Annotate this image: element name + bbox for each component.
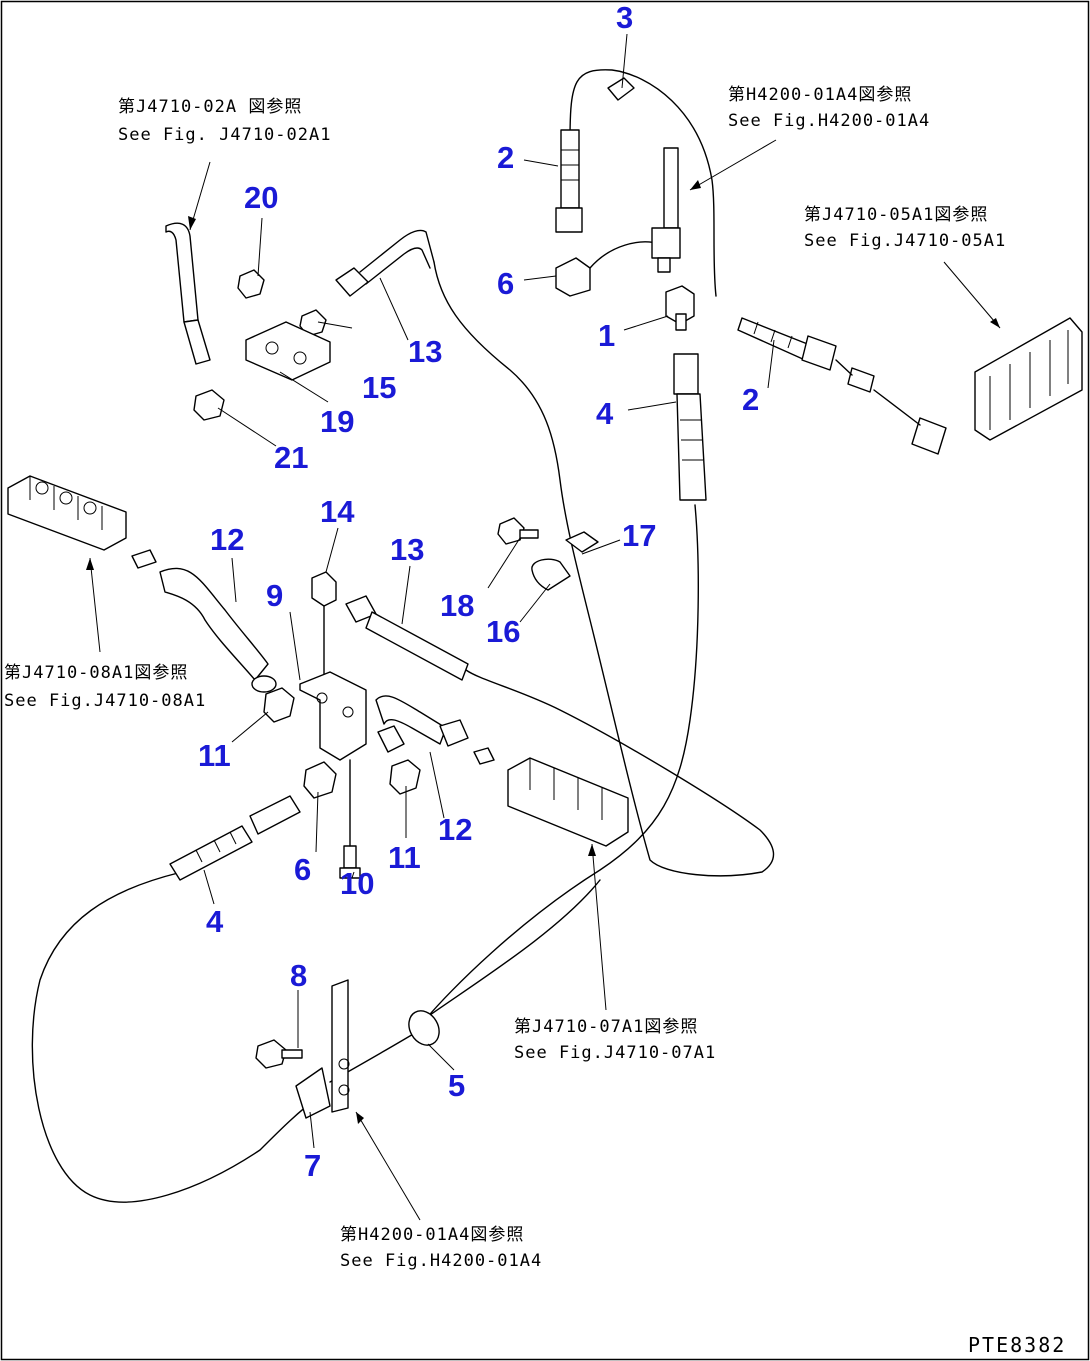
callout-1: 1: [598, 318, 615, 353]
callout-4-upper: 4: [596, 396, 614, 431]
ref-en: See Fig.J4710-08A1: [4, 691, 206, 711]
part-12-hose-middle: [375, 695, 495, 765]
part-13-tube-middle: [345, 595, 469, 681]
valve-block-left: [7, 475, 127, 551]
ref-en: See Fig.J4710-05A1: [804, 231, 1006, 251]
part-5-clamp: [408, 1010, 440, 1046]
part-6-elbow-lower: [303, 761, 337, 799]
part-10-bolt: [339, 759, 361, 879]
part-4-hose-upper: [673, 353, 707, 501]
callout-11-middle: 11: [388, 840, 421, 875]
callout-5: 5: [448, 1068, 465, 1103]
part-21-elbow: [193, 389, 225, 421]
part-15-connector: [299, 309, 327, 337]
ref-jp: 第J4710-02A 図参照: [118, 97, 302, 117]
part-12-hose-left: [131, 549, 277, 693]
part-1-fitting: [665, 285, 695, 331]
ref-jp: 第H4200-01A4図参照: [728, 85, 912, 105]
callout-20: 20: [244, 180, 278, 215]
part-2-upper-tube: [555, 129, 583, 233]
ref-en: See Fig.J4710-07A1: [514, 1043, 716, 1063]
callout-17: 17: [622, 518, 656, 553]
part-3-clamp: [607, 77, 635, 101]
callout-21: 21: [274, 440, 308, 475]
callout-6-upper: 6: [497, 266, 514, 301]
callout-12-middle: 12: [438, 812, 472, 847]
callout-6-lower: 6: [294, 852, 311, 887]
part-13-tube-upper: [335, 229, 435, 297]
ref-jp: 第J4710-07A1図参照: [514, 1017, 698, 1037]
callout-13-upper: 13: [408, 334, 442, 369]
part-2-right-hose: [737, 317, 947, 455]
callout-16: 16: [486, 614, 520, 649]
callout-12-left: 12: [210, 522, 244, 557]
part-7-plate: [295, 979, 350, 1119]
hose-upper-left: [165, 222, 211, 365]
callout-4-lower: 4: [206, 904, 224, 939]
reference-j4710-08a: 第J4710-08A1図参照 See Fig.J4710-08A1: [4, 663, 206, 711]
ref-en: See Fig.H4200-01A4: [728, 111, 930, 131]
callout-19: 19: [320, 404, 354, 439]
callout-15: 15: [362, 370, 396, 405]
reference-j4710-02a: 第J4710-02A 図参照 See Fig. J4710-02A1: [118, 97, 331, 145]
part-6-elbow-upper: [555, 241, 661, 297]
ref-jp: 第J4710-05A1図参照: [804, 205, 988, 225]
ref-jp: 第J4710-08A1図参照: [4, 663, 188, 683]
reference-h4200-bottom: 第H4200-01A4図参照 See Fig.H4200-01A4: [340, 1225, 542, 1271]
reference-j4710-07a: 第J4710-07A1図参照 See Fig.J4710-07A1: [514, 1017, 716, 1063]
drawing-code: PTE8382: [968, 1333, 1066, 1357]
callout-11-left: 11: [198, 738, 231, 773]
ref-jp: 第H4200-01A4図参照: [340, 1225, 524, 1245]
callout-numbers: 3 2 6 1 4 2 20 13 15 19 21 14 12 13 9 17…: [198, 0, 759, 1183]
ref-en: See Fig.H4200-01A4: [340, 1251, 542, 1271]
part-11-fittings: [263, 687, 421, 795]
part-9-bracket: [299, 571, 367, 761]
callout-9: 9: [266, 578, 283, 613]
part-20-elbow: [237, 269, 265, 299]
sensor-bracket-upper: [651, 147, 681, 273]
ref-en: See Fig. J4710-02A1: [118, 125, 331, 145]
leader-lines: [89, 33, 1001, 1221]
callout-10: 10: [340, 866, 374, 901]
arrowheads: [86, 180, 1000, 1124]
callout-2-upper: 2: [497, 140, 514, 175]
reference-j4710-05a: 第J4710-05A1図参照 See Fig.J4710-05A1: [804, 205, 1006, 251]
valve-block-right: [974, 317, 1083, 441]
part-4-hose-lower: [169, 795, 301, 881]
callout-3: 3: [616, 0, 633, 35]
part-18-bolt: [497, 517, 539, 545]
part-8-bolt: [255, 1039, 303, 1069]
valve-block-middle: [507, 757, 629, 847]
callout-2-right: 2: [742, 382, 759, 417]
callout-8: 8: [290, 958, 307, 993]
part-17-clamp: [531, 531, 599, 591]
part-19-bracket: [245, 321, 331, 381]
callout-7: 7: [304, 1148, 321, 1183]
callout-18: 18: [440, 588, 474, 623]
reference-h4200-top: 第H4200-01A4図参照 See Fig.H4200-01A4: [728, 85, 930, 131]
callout-14: 14: [320, 494, 355, 529]
callout-13-middle: 13: [390, 532, 424, 567]
